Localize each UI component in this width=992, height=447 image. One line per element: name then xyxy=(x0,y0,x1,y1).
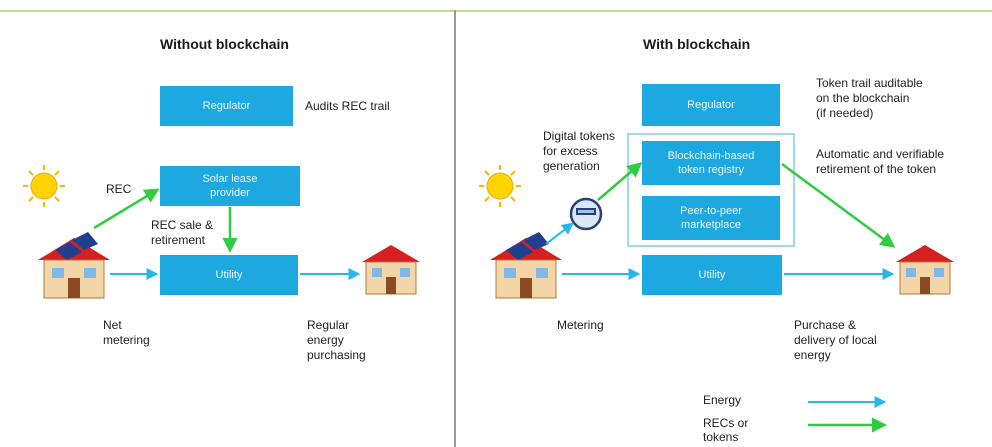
meter-to-registry-arrow xyxy=(597,162,643,201)
p2p-marketplace-box: Peer-to-peer marketplace xyxy=(642,196,780,240)
top-rule xyxy=(0,10,992,12)
sun-icon-left xyxy=(23,165,65,207)
sun-icon-right xyxy=(479,165,521,207)
legend-energy-label: Energy xyxy=(703,393,742,407)
left-utility-box: Utility xyxy=(160,255,298,295)
house-to-meter-arrow xyxy=(545,222,574,245)
registry-to-house-arrow xyxy=(781,162,896,248)
house-with-solar-icon-left xyxy=(38,232,110,299)
regular-energy-label: Regular energy purchasing xyxy=(307,318,366,362)
blockchain-outline xyxy=(627,133,795,247)
rec-label: REC xyxy=(106,182,132,196)
digital-tokens-label: Digital tokens for excess generation xyxy=(543,129,616,173)
house-icon-left xyxy=(362,245,420,295)
net-metering-label: Net metering xyxy=(103,318,150,347)
purchase-label: Purchase & delivery of local energy xyxy=(794,318,877,362)
meter-icon xyxy=(569,197,603,231)
right-regulator-box: Regulator xyxy=(642,84,780,126)
token-trail-label: Token trail auditable on the blockchain … xyxy=(816,76,923,120)
rec-sale-label: REC sale & retirement xyxy=(151,218,214,247)
legend-recs-label: RECs or tokens xyxy=(703,416,749,444)
automatic-retirement-label: Automatic and verifiable retirement of t… xyxy=(816,147,945,176)
solar-lease-box: Solar lease provider xyxy=(160,166,300,206)
token-registry-box: Blockchain-based token registry xyxy=(642,141,780,185)
rec-arrow xyxy=(93,188,160,230)
panel-divider xyxy=(454,10,456,447)
house-with-solar-icon-right xyxy=(490,232,562,299)
metering-label: Metering xyxy=(557,318,604,332)
audits-label: Audits REC trail xyxy=(305,99,390,113)
right-utility-box: Utility xyxy=(642,255,782,295)
right-title: With blockchain xyxy=(643,36,751,52)
left-regulator-box: Regulator xyxy=(160,86,293,126)
house-icon-right xyxy=(896,245,954,295)
left-title: Without blockchain xyxy=(160,36,289,52)
